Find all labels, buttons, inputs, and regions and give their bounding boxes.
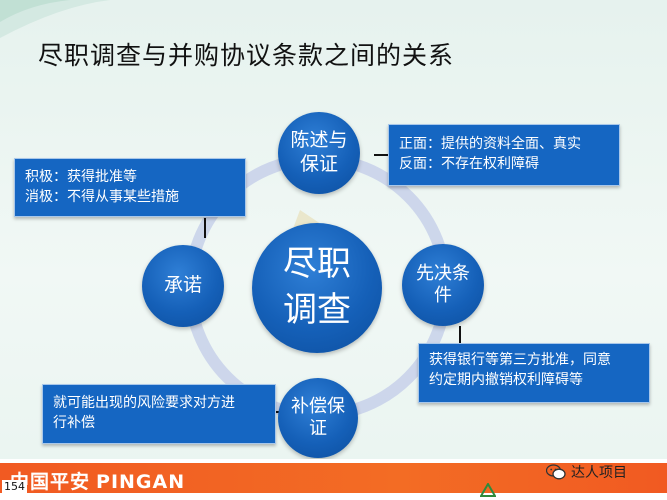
triangle-icon (480, 483, 496, 497)
center-line2: 调查 (283, 290, 351, 330)
node-left-line1: 承诺 (163, 274, 202, 297)
node-top-line1: 陈述与 (290, 129, 348, 152)
wechat-badge: 达人项目 (546, 462, 627, 482)
note-representations: 正面：提供的资料全面、真实 反面：不存在权利障碍 (388, 124, 620, 186)
note-covenants: 积极：获得批准等 消极：不得从事某些措施 (14, 158, 246, 217)
node-indemnification: 补偿保 证 (278, 378, 358, 458)
node-covenants: 承诺 (142, 245, 224, 327)
note-conditions: 获得银行等第三方批准，同意 约定期内撤销权利障碍等 (418, 343, 650, 403)
note-indemnification: 就可能出现的风险要求对方进 行补偿 (42, 384, 276, 444)
node-right-line2: 件 (434, 285, 452, 306)
node-conditions-precedent: 先决条 件 (402, 244, 484, 326)
center-bubble: 尽职 调查 (252, 223, 382, 353)
note-bl-line1: 就可能出现的风险要求对方进 (53, 395, 235, 411)
center-line1: 尽职 (283, 244, 351, 285)
wechat-icon (546, 464, 566, 480)
note-bl-line2: 行补偿 (53, 415, 95, 431)
node-top-line2: 保证 (299, 153, 338, 175)
logo-en: PINGAN (96, 471, 186, 493)
note-tl-line2: 消极：不得从事某些措施 (25, 189, 179, 205)
note-br-line2: 约定期内撤销权利障碍等 (429, 372, 583, 388)
slide-title: 尽职调查与并购协议条款之间的关系 (38, 41, 455, 70)
corner-decoration (0, 0, 110, 38)
logo-cn: 中国平安 (10, 471, 91, 493)
note-tr-line1: 正面：提供的资料全面、真实 (399, 136, 581, 152)
node-representations-warranties: 陈述与 保证 (278, 112, 360, 194)
note-tr-line2: 反面：不存在权利障碍 (399, 156, 539, 172)
wechat-account: 达人项目 (571, 465, 627, 481)
node-right-line1: 先决条 (416, 262, 470, 284)
node-bottom-line2: 证 (309, 418, 327, 439)
note-tl-line1: 积极：获得批准等 (25, 169, 137, 185)
note-br-line1: 获得银行等第三方批准，同意 (429, 352, 611, 368)
page-number: 154 (2, 480, 27, 493)
node-bottom-line1: 补偿保 (291, 395, 345, 417)
